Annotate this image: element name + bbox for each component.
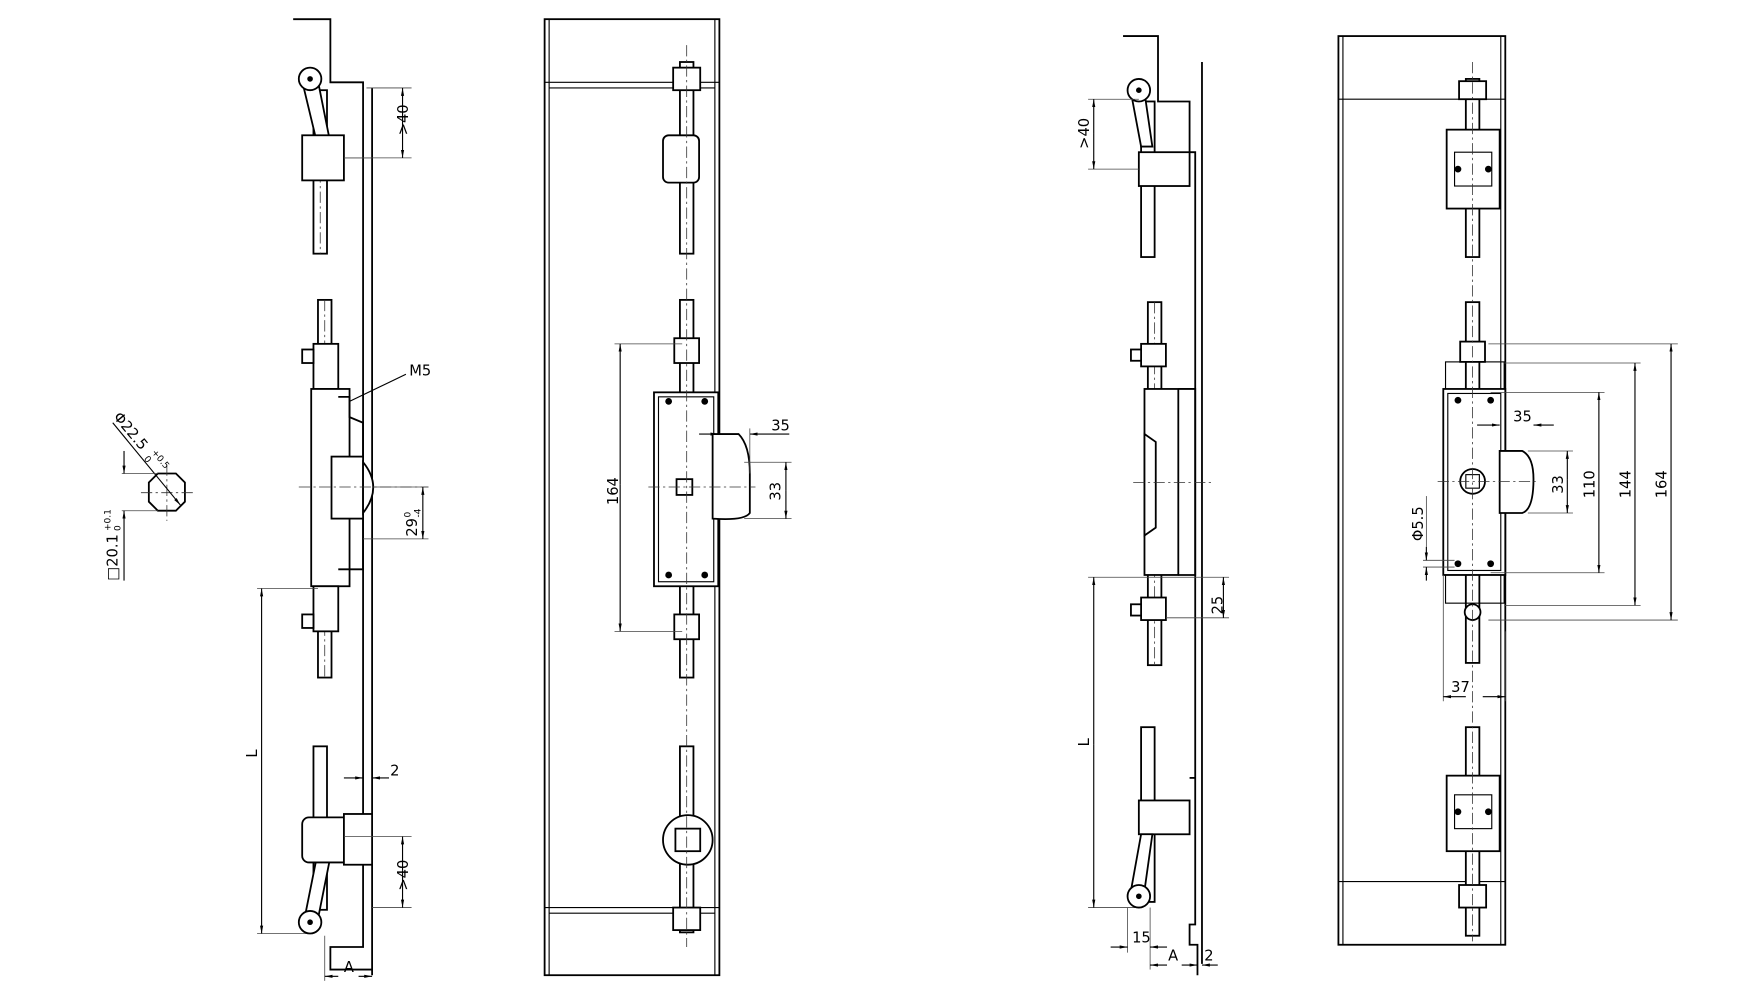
dim-offset-right: A bbox=[1168, 948, 1178, 965]
cam-detail: Φ22.5 +0.5 0 □20.1 +0.1 0 bbox=[104, 409, 194, 581]
diameter-tol-upper: +0.5 bbox=[149, 448, 171, 471]
dim-top-left: >40 bbox=[395, 104, 412, 135]
dim-handle-height-front-right: 33 bbox=[1550, 475, 1567, 494]
dim-handle-height-front-left: 33 bbox=[767, 482, 784, 501]
dim-hole-dia-front-right: Φ5.5 bbox=[1410, 506, 1427, 541]
dim-offset-left: A bbox=[344, 959, 354, 976]
square-tol-lower: 0 bbox=[114, 525, 124, 531]
dim-holes-front-right: 110 bbox=[1581, 470, 1598, 498]
diameter-tol-lower: 0 bbox=[141, 455, 153, 466]
dim-handle-tol-lower: -4 bbox=[414, 508, 424, 517]
dim-overall-front-right: 164 bbox=[1654, 470, 1671, 498]
square-label: □20.1 bbox=[104, 534, 121, 580]
diameter-label: Φ22.5 bbox=[110, 409, 151, 454]
side-view-right: >40 25 L 15 A 2 bbox=[1076, 35, 1230, 976]
dim-handle-left: 29 bbox=[404, 518, 421, 537]
dim-cam-right: 15 bbox=[1132, 930, 1151, 947]
dim-handle-width-front-left: 35 bbox=[771, 418, 790, 435]
dim-length-left: L bbox=[244, 749, 261, 758]
dim-height-front-left: 164 bbox=[605, 477, 622, 505]
dim-rod-right: 25 bbox=[1209, 596, 1226, 615]
dim-length-right: L bbox=[1076, 737, 1093, 746]
side-view-left: >40 M5 29 0 -4 L 2 bbox=[244, 18, 431, 981]
square-tol-upper: +0.1 bbox=[104, 509, 114, 531]
dim-top-right: >40 bbox=[1076, 118, 1093, 149]
thread-label: M5 bbox=[409, 362, 431, 379]
dim-handle-tol-upper: 0 bbox=[403, 511, 413, 517]
dim-gap-left: 2 bbox=[390, 763, 399, 780]
front-view-left: 164 35 33 bbox=[543, 18, 792, 977]
dim-bottom-left: >40 bbox=[395, 860, 412, 891]
dim-handle-width-front-right: 35 bbox=[1513, 409, 1532, 426]
dim-width-front-right: 37 bbox=[1451, 679, 1470, 696]
dim-body-front-right: 144 bbox=[1617, 470, 1634, 498]
dim-gap-right: 2 bbox=[1204, 948, 1213, 965]
front-view-right: 164 144 110 33 35 Φ5.5 37 bbox=[1337, 35, 1678, 946]
